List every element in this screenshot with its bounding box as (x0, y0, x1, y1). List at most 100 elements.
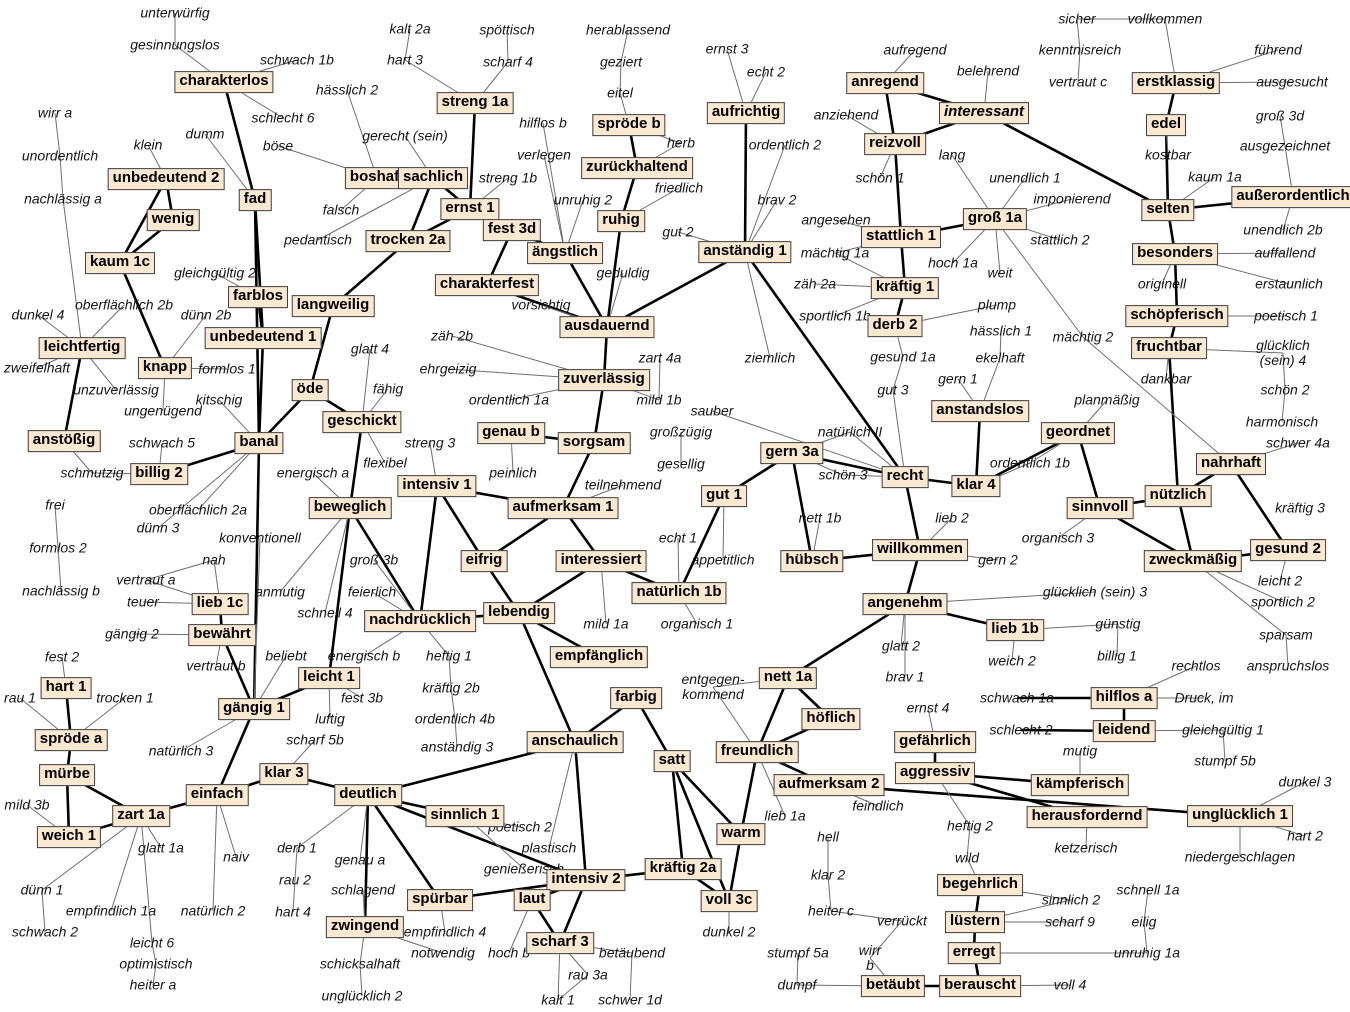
concept-node[interactable]: spröde b (592, 114, 666, 136)
related-term-label[interactable]: nachlässig b (22, 582, 100, 599)
related-term-label[interactable]: dunkel 2 (702, 923, 756, 940)
related-term-label[interactable]: rau 3a (568, 966, 608, 983)
related-term-label[interactable]: heftig 1 (426, 647, 472, 664)
related-term-label[interactable]: führend (1254, 41, 1302, 58)
concept-node[interactable]: gängig 1 (218, 698, 290, 720)
concept-node[interactable]: anschaulich (526, 731, 624, 753)
related-term-label[interactable]: schön 1 (855, 169, 905, 186)
related-term-label[interactable]: falsch (322, 201, 360, 218)
related-term-label[interactable]: rau 1 (4, 689, 36, 706)
concept-node[interactable]: recht (881, 466, 929, 488)
related-term-label[interactable]: unordentlich (21, 147, 99, 164)
related-term-label[interactable]: geduldig (596, 264, 650, 281)
related-term-label[interactable]: luftig (315, 710, 345, 727)
related-term-label[interactable]: gut 2 (662, 223, 694, 240)
related-term-label[interactable]: brav 1 (885, 668, 925, 685)
related-term-label[interactable]: schnell 4 (297, 604, 353, 621)
related-term-label[interactable]: dunkel 4 (11, 306, 65, 323)
related-term-label[interactable]: großzügig (649, 423, 713, 440)
concept-node[interactable]: begehrlich (937, 874, 1023, 896)
concept-node[interactable]: außerordentlich (1231, 186, 1350, 208)
related-term-label[interactable]: weit (987, 264, 1013, 281)
concept-node[interactable]: aufmerksam 1 (507, 497, 619, 519)
concept-node[interactable]: ruhig (597, 210, 645, 232)
concept-node[interactable]: banal (234, 432, 284, 454)
concept-node[interactable]: mürbe (39, 764, 95, 786)
concept-node[interactable]: herausfordernd (1026, 806, 1148, 828)
concept-node[interactable]: aufmerksam 2 (773, 774, 885, 796)
related-term-label[interactable]: glücklich (sein) 3 (1042, 583, 1148, 600)
related-term-label[interactable]: nachlässig a (24, 190, 102, 207)
concept-node[interactable]: kämpferisch (1030, 774, 1130, 796)
related-term-label[interactable]: hässlich 2 (315, 81, 379, 98)
concept-node[interactable]: hart 1 (40, 677, 92, 699)
related-term-label[interactable]: schwer 1d (598, 991, 662, 1008)
related-term-label[interactable]: poetisch 1 (1254, 307, 1318, 324)
concept-node[interactable]: edel (1145, 114, 1187, 136)
related-term-label[interactable]: unruhig 1a (1113, 944, 1181, 961)
concept-node[interactable]: leichtfertig (38, 337, 126, 359)
related-term-label[interactable]: glatt 1a (138, 839, 184, 856)
related-term-label[interactable]: streng 1b (478, 169, 538, 186)
concept-node[interactable]: sorgsam (557, 432, 631, 454)
concept-node[interactable]: berauscht (939, 975, 1021, 997)
related-term-label[interactable]: flexibel (363, 454, 407, 471)
concept-node[interactable]: charakterlos (174, 71, 274, 93)
concept-node[interactable]: ängstlich (527, 242, 603, 264)
related-term-label[interactable]: planmäßig (1074, 391, 1140, 408)
related-term-label[interactable]: ausgezeichnet (1239, 137, 1331, 154)
related-term-label[interactable]: anspruchslos (1246, 657, 1330, 674)
concept-node[interactable]: interessant (938, 102, 1030, 124)
concept-node[interactable]: trocken 2a (365, 230, 451, 252)
related-term-label[interactable]: schwach 5 (128, 434, 196, 451)
related-term-label[interactable]: energisch b (327, 647, 401, 664)
concept-node[interactable]: farbig (610, 687, 662, 709)
related-term-label[interactable]: wirr a (37, 104, 73, 121)
related-term-label[interactable]: schwach 1a (980, 689, 1054, 706)
related-term-label[interactable]: vertraut c (1048, 73, 1108, 90)
related-term-label[interactable]: energisch a (276, 464, 350, 481)
concept-node[interactable]: leicht 1 (298, 667, 360, 689)
related-term-label[interactable]: herablassend (585, 21, 671, 38)
related-term-label[interactable]: stumpf 5b (1194, 752, 1256, 769)
related-term-label[interactable]: rechtlos (1171, 657, 1221, 674)
concept-node[interactable]: zwingend (325, 916, 405, 938)
related-term-label[interactable]: natürlich 3 (148, 742, 214, 759)
related-term-label[interactable]: hart 2 (1287, 827, 1323, 844)
related-term-label[interactable]: eilig (1131, 913, 1157, 930)
concept-node[interactable]: nützlich (1144, 485, 1212, 507)
related-term-label[interactable]: schwach 2 (11, 923, 79, 940)
related-term-label[interactable]: herb (666, 134, 696, 151)
related-term-label[interactable]: ernst 4 (906, 699, 950, 716)
concept-node[interactable]: anregend (846, 72, 924, 94)
related-term-label[interactable]: angesehen (801, 211, 871, 228)
concept-node[interactable]: derb 2 (867, 315, 923, 337)
related-term-label[interactable]: nett 1b (798, 509, 842, 526)
concept-node[interactable]: hilflos a (1090, 687, 1158, 709)
related-term-label[interactable]: unglücklich 2 (321, 987, 403, 1004)
related-term-label[interactable]: rau 2 (279, 871, 311, 888)
concept-node[interactable]: scharf 3 (526, 932, 594, 954)
related-term-label[interactable]: fest 3b (340, 689, 384, 706)
concept-node[interactable]: anstößig (27, 430, 101, 452)
related-term-label[interactable]: organisch 1 (660, 615, 734, 632)
concept-node[interactable]: geschickt (322, 411, 402, 433)
related-term-label[interactable]: nah (202, 551, 226, 568)
concept-node[interactable]: unbedeutend 2 (107, 168, 225, 190)
related-term-label[interactable]: hart 4 (275, 903, 311, 920)
related-term-label[interactable]: sportlich 2 (1251, 593, 1315, 610)
related-term-label[interactable]: trocken 1 (96, 689, 154, 706)
related-term-label[interactable]: auffallend (1254, 244, 1316, 261)
related-term-label[interactable]: hoch b (487, 944, 531, 961)
related-term-label[interactable]: dünn 3 (136, 519, 180, 536)
related-term-label[interactable]: kitschig (195, 391, 243, 408)
concept-node[interactable]: aggressiv (894, 762, 976, 784)
related-term-label[interactable]: genießerisch (483, 860, 565, 877)
concept-node[interactable]: geordnet (1040, 422, 1116, 444)
related-term-label[interactable]: betäubend (598, 944, 666, 961)
related-term-label[interactable]: ordentlich 1a (468, 391, 550, 408)
related-term-label[interactable]: wild (954, 849, 980, 866)
concept-node[interactable]: zuverlässig (558, 369, 650, 391)
related-term-label[interactable]: böse (262, 137, 294, 154)
related-term-label[interactable]: pedantisch (284, 231, 352, 248)
